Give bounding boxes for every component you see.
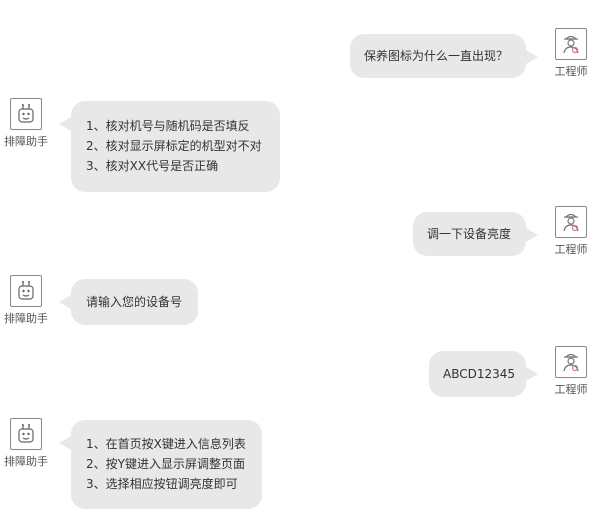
chat-bubble: ABCD12345 xyxy=(429,351,538,397)
message-text: 2、核对显示屏标定的机型对不对 xyxy=(86,139,262,153)
message-text: 1、核对机号与随机码是否填反 xyxy=(86,119,250,133)
assistant-avatar[interactable]: 排障助手 xyxy=(0,98,52,149)
robot-avatar-icon xyxy=(10,418,42,450)
chat-bubble: 1、核对机号与随机码是否填反 2、核对显示屏标定的机型对不对 3、核对XX代号是… xyxy=(59,101,280,192)
sender-label: 工程师 xyxy=(554,243,588,256)
sender-label: 工程师 xyxy=(554,65,588,78)
sender-label: 排障助手 xyxy=(4,312,48,325)
message-text: ABCD12345 xyxy=(443,367,516,381)
engineer-avatar[interactable]: 工程师 xyxy=(545,346,597,397)
assistant-avatar[interactable]: 排障助手 xyxy=(0,418,52,469)
sender-label: 排障助手 xyxy=(4,135,48,148)
message-text: 3、选择相应按钮调亮度即可 xyxy=(86,477,238,491)
message-text: 请输入您的设备号 xyxy=(86,295,183,309)
message-text: 1、在首页按X键进入信息列表 xyxy=(86,437,246,451)
engineer-avatar[interactable]: 工程师 xyxy=(545,28,597,79)
message-text: 保养图标为什么一直出现？ xyxy=(364,49,509,63)
robot-avatar-icon xyxy=(10,275,42,307)
message-text: 调一下设备亮度 xyxy=(427,227,512,241)
engineer-avatar-icon xyxy=(555,346,587,378)
chat-bubble: 保养图标为什么一直出现？ xyxy=(350,34,538,78)
message-text: 2、按Y键进入显示屏调整页面 xyxy=(86,457,245,471)
sender-label: 排障助手 xyxy=(4,455,48,468)
message-text: 3、核对XX代号是否正确 xyxy=(86,159,219,173)
chat-bubble: 调一下设备亮度 xyxy=(413,212,538,256)
engineer-avatar-icon xyxy=(555,206,587,238)
assistant-avatar[interactable]: 排障助手 xyxy=(0,275,52,326)
engineer-avatar-icon xyxy=(555,28,587,60)
robot-avatar-icon xyxy=(10,98,42,130)
engineer-avatar[interactable]: 工程师 xyxy=(545,206,597,257)
sender-label: 工程师 xyxy=(554,383,588,396)
chat-bubble: 1、在首页按X键进入信息列表 2、按Y键进入显示屏调整页面 3、选择相应按钮调亮… xyxy=(59,420,262,509)
chat-bubble: 请输入您的设备号 xyxy=(59,279,198,325)
